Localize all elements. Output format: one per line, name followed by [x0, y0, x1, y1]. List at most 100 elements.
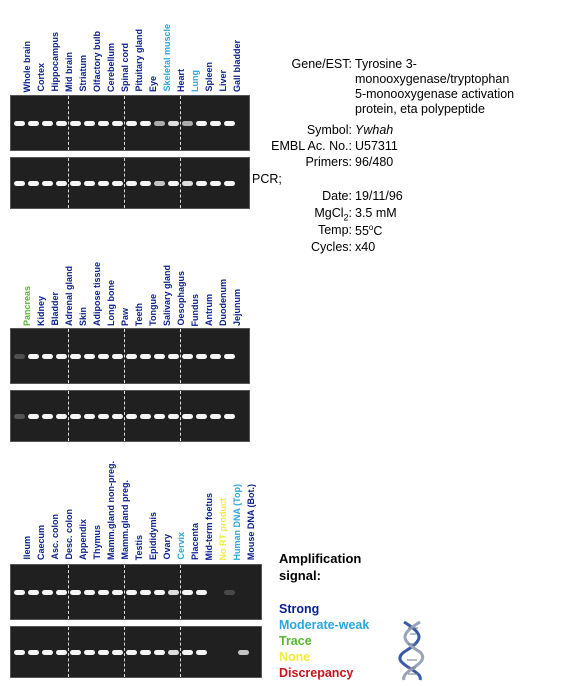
gel-band: [168, 414, 179, 419]
lane-label: Paw: [120, 307, 130, 326]
lane-label: Heart: [176, 68, 186, 92]
gel-band: [28, 354, 39, 359]
gel-band: [182, 650, 193, 655]
embl-value: U57311: [355, 139, 398, 153]
gel-band: [84, 414, 95, 419]
lane-label: Fundus: [190, 293, 200, 327]
gel-band: [112, 181, 123, 186]
gel-band: [224, 590, 235, 595]
lane-label: No RT product: [218, 497, 228, 561]
gel-band: [56, 650, 67, 655]
symbol-value: Ywhah: [355, 123, 394, 137]
gel-band: [28, 414, 39, 419]
lane-label: Thymus: [92, 525, 102, 560]
lane-label: Asc. colon: [50, 514, 60, 560]
gel-band: [140, 354, 151, 359]
gel-band: [224, 181, 235, 186]
gel-band: [56, 590, 67, 595]
lane-label: Adipose tissue: [92, 261, 102, 326]
gel-band: [14, 650, 25, 655]
lane-label: Kidney: [36, 295, 46, 326]
gel-band: [126, 590, 137, 595]
lane-label: Striatum: [78, 55, 88, 92]
lane-label: Spinal cord: [120, 42, 130, 92]
lane-label: Mid-term foetus: [204, 492, 214, 561]
gel-band: [154, 414, 165, 419]
lane-label: Olfactory bulb: [92, 30, 102, 92]
gel-band: [112, 354, 123, 359]
gel-band: [168, 121, 179, 126]
gel-band: [196, 650, 207, 655]
lane-group-separator: [124, 627, 125, 677]
lane-label: Desc. colon: [64, 509, 74, 560]
lane-label: Liver: [218, 70, 228, 92]
gel-band: [70, 354, 81, 359]
gel-band: [126, 354, 137, 359]
lane-group-separator: [124, 329, 125, 383]
gel-band: [126, 650, 137, 655]
gel-band: [98, 414, 109, 419]
gel-band: [126, 121, 137, 126]
gel-band: [28, 181, 39, 186]
lane-group-separator: [124, 391, 125, 441]
gel-band: [70, 121, 81, 126]
gel-band: [196, 414, 207, 419]
gel-band: [154, 590, 165, 595]
gel-band: [84, 121, 95, 126]
legend-discrepancy: Discrepancy: [279, 666, 354, 680]
lane-label: Adrenal gland: [64, 265, 74, 326]
lane-label: Mamm.gland non-preg.: [106, 461, 116, 560]
gel-band: [14, 354, 25, 359]
gel-band: [196, 121, 207, 126]
lane-label: Cerebellum: [106, 42, 116, 92]
gel-band: [84, 650, 95, 655]
gel-band: [42, 590, 53, 595]
gel-band: [126, 414, 137, 419]
panel-2-gel-top: [10, 328, 250, 384]
gel-band: [140, 590, 151, 595]
gel-band: [28, 650, 39, 655]
gel-band: [56, 354, 67, 359]
lane-group-separator: [124, 565, 125, 619]
lane-label: Antrum: [204, 294, 214, 326]
gel-band: [140, 121, 151, 126]
gel-band: [154, 650, 165, 655]
lane-label: Jejunum: [232, 288, 242, 326]
gel-band: [140, 650, 151, 655]
lane-group-separator: [68, 158, 69, 208]
gel-band: [168, 181, 179, 186]
lane-label: Duodenum: [218, 279, 228, 326]
lane-label: Ovary: [162, 534, 172, 560]
gel-band: [14, 121, 25, 126]
gel-band: [70, 650, 81, 655]
lane-label: Skin: [78, 306, 88, 326]
gel-band: [224, 121, 235, 126]
panel-3-gel-bottom: [10, 626, 262, 678]
gel-band: [98, 650, 109, 655]
lane-group-separator: [68, 565, 69, 619]
lane-group-separator: [180, 158, 181, 208]
lane-label: Bladder: [50, 292, 60, 326]
gel-band: [196, 590, 207, 595]
gel-band: [14, 414, 25, 419]
gel-band: [70, 414, 81, 419]
symbol-key: Symbol:: [306, 123, 352, 137]
gel-band: [56, 121, 67, 126]
lane-label: Appendix: [78, 518, 88, 560]
gel-band: [168, 590, 179, 595]
panel-1-gel-bottom: [10, 157, 250, 209]
gel-band: [98, 181, 109, 186]
gel-band: [126, 181, 137, 186]
lane-label: Cervix: [176, 532, 186, 560]
legend-title: Amplification signal:: [279, 551, 362, 583]
gel-band: [210, 181, 221, 186]
gel-band: [84, 590, 95, 595]
panel-1-gel-top: [10, 95, 250, 151]
lane-label: Human DNA (Top): [232, 483, 242, 561]
lane-group-separator: [68, 627, 69, 677]
cycles-value: x40: [355, 240, 376, 254]
gene-value: Tyrosine 3- monooxygenase/tryptophan 5-m…: [355, 57, 515, 116]
gel-band: [70, 181, 81, 186]
